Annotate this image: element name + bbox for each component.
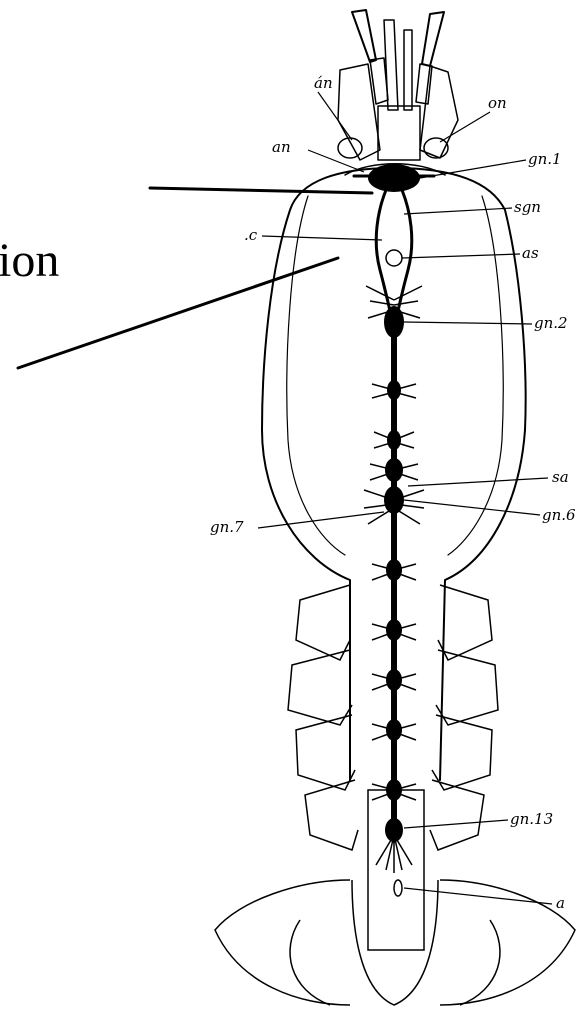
- label-an-upper: án: [314, 74, 333, 92]
- label-a: a: [556, 894, 565, 912]
- label-gn13: gn.13: [510, 810, 553, 828]
- label-gn1: gn.1: [528, 150, 562, 168]
- label-sa: sa: [552, 468, 569, 486]
- leader-lines: [258, 92, 552, 904]
- label-an: an: [272, 138, 291, 156]
- label-gn2: gn.2: [534, 314, 568, 332]
- pointer-line-upper: [150, 188, 372, 193]
- label-gn6: gn.6: [542, 506, 576, 524]
- antennae: [338, 10, 458, 160]
- label-sgn: sgn: [514, 198, 541, 216]
- label-as: as: [522, 244, 539, 262]
- label-gn7: gn.7: [210, 518, 244, 536]
- partial-slide-text: ion: [0, 234, 59, 287]
- nerve-cord: [354, 164, 434, 896]
- label-on: on: [488, 94, 507, 112]
- label-c: .c: [244, 226, 258, 244]
